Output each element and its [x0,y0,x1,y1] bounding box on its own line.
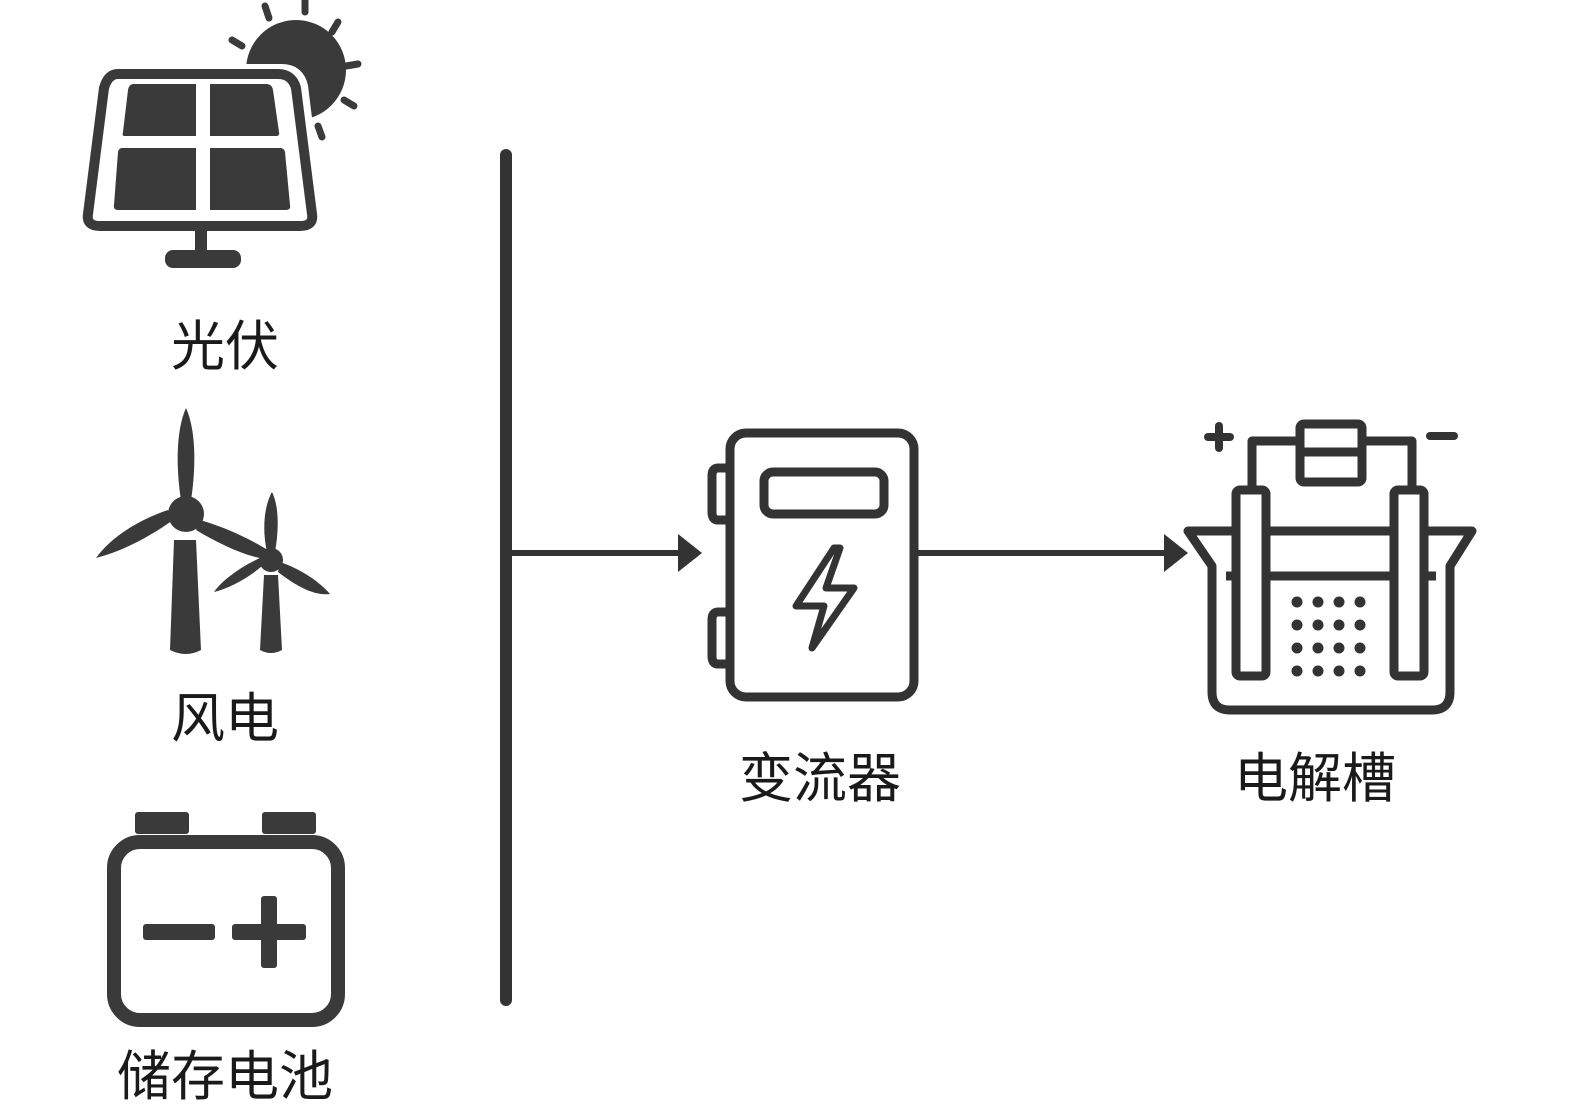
arrow-converter-to-electrolyzer [916,534,1188,572]
converter-icon [707,428,919,702]
label-wind: 风电 [171,687,279,750]
label-battery: 储存电池 [117,1045,333,1108]
label-converter: 变流器 [739,747,901,810]
lightning-icon [792,544,858,652]
label-pv: 光伏 [171,315,279,378]
solar-panel-icon [75,0,362,268]
electrolyzer-icon [1183,419,1477,715]
label-electrolyzer: 电解槽 [1234,747,1396,810]
battery-icon [107,812,345,1027]
arrow-bus-to-converter [510,534,702,572]
wind-turbine-icon [96,408,330,654]
